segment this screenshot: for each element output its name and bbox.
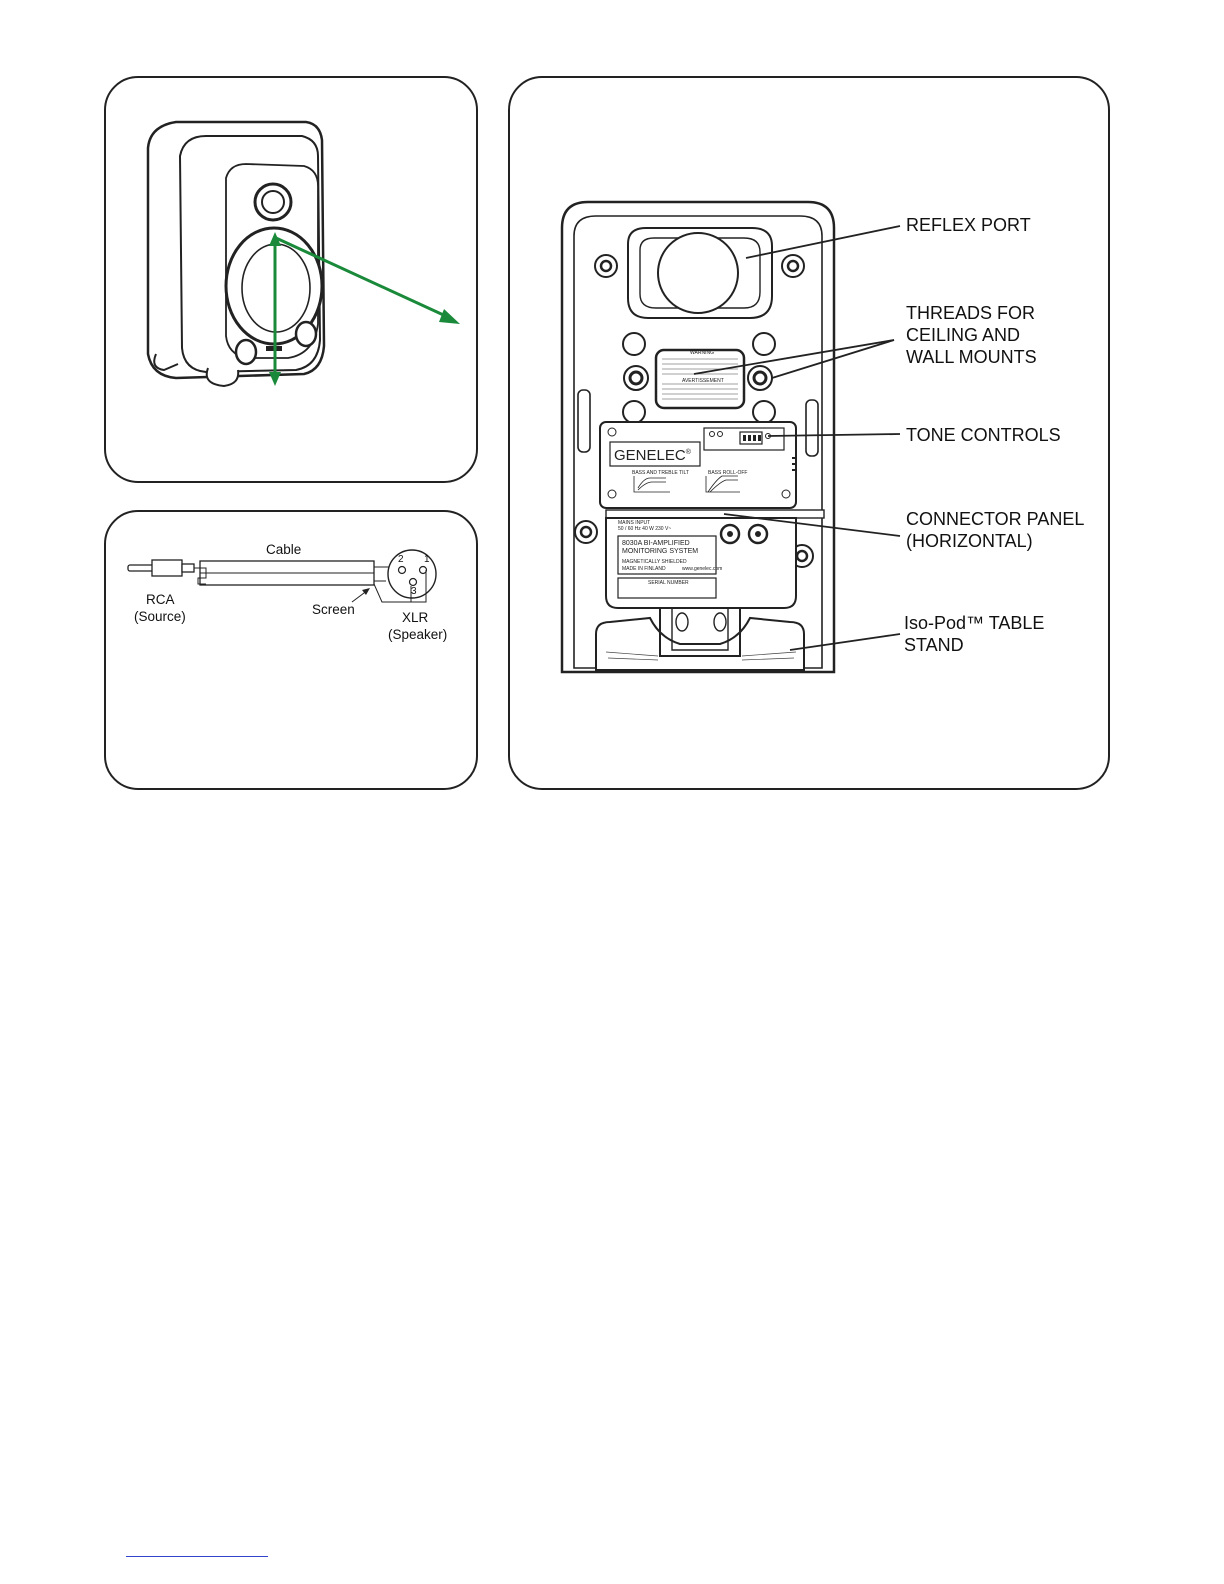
callout-reflex-port: REFLEX PORT (906, 215, 1031, 235)
shield-text: MAGNETICALLY SHIELDED (622, 559, 687, 565)
warning-title: WARNING (690, 350, 714, 356)
speaker-rear-icon (560, 200, 901, 674)
graph1-title: BASS AND TREBLE TILT (632, 470, 689, 476)
website: www.genelec.com (682, 566, 723, 572)
callout-iso-pod: Iso-Pod™ TABLE STAND (904, 613, 1045, 655)
xlr-sub-label: (Speaker) (388, 627, 448, 642)
arrow-diagonal-icon (275, 236, 460, 324)
callout-threads: THREADS FOR CEILING AND WALL MOUNTS (906, 303, 1037, 367)
warning-title-fr: AVERTISSEMENT (682, 378, 724, 384)
footer-link-underline[interactable] (126, 1556, 268, 1557)
rca-xlr-cable-diagram (127, 549, 437, 603)
pin-3-label: 3 (411, 586, 417, 597)
pin-2-label: 2 (398, 554, 404, 565)
callout-connector-panel: CONNECTOR PANEL (HORIZONTAL) (906, 509, 1085, 551)
callout-tone-controls: TONE CONTROLS (906, 425, 1061, 445)
arrow-vertical-icon (269, 232, 281, 386)
graph2-title: BASS ROLL-OFF (708, 470, 748, 476)
rca-sub-label: (Source) (134, 609, 186, 624)
mains-line2: 50 / 60 Hz 40 W 230 V~ (618, 526, 672, 532)
cable-diagram-panel: Cable 2 1 3 RCA (Source) Screen XLR (Spe… (104, 510, 478, 790)
screen-label: Screen (312, 602, 355, 617)
speaker-front-icon (146, 120, 460, 388)
mains-line1: MAINS INPUT (618, 520, 651, 526)
model-line1: 8030A BI-AMPLIFIED (622, 540, 690, 547)
brand-logo: GENELEC® (614, 447, 691, 464)
rca-label: RCA (146, 592, 175, 607)
serial-label: SERIAL NUMBER (648, 580, 689, 586)
model-line2: MONITORING SYSTEM (622, 548, 699, 555)
cable-label: Cable (266, 542, 302, 557)
front-view-panel (104, 76, 478, 483)
xlr-label: XLR (402, 610, 429, 625)
made-in: MADE IN FINLAND (622, 566, 666, 572)
rear-view-panel: WARNING AVERTISSEMENT GENELEC® BASS AND … (508, 76, 1110, 790)
pin-1-label: 1 (424, 554, 430, 565)
